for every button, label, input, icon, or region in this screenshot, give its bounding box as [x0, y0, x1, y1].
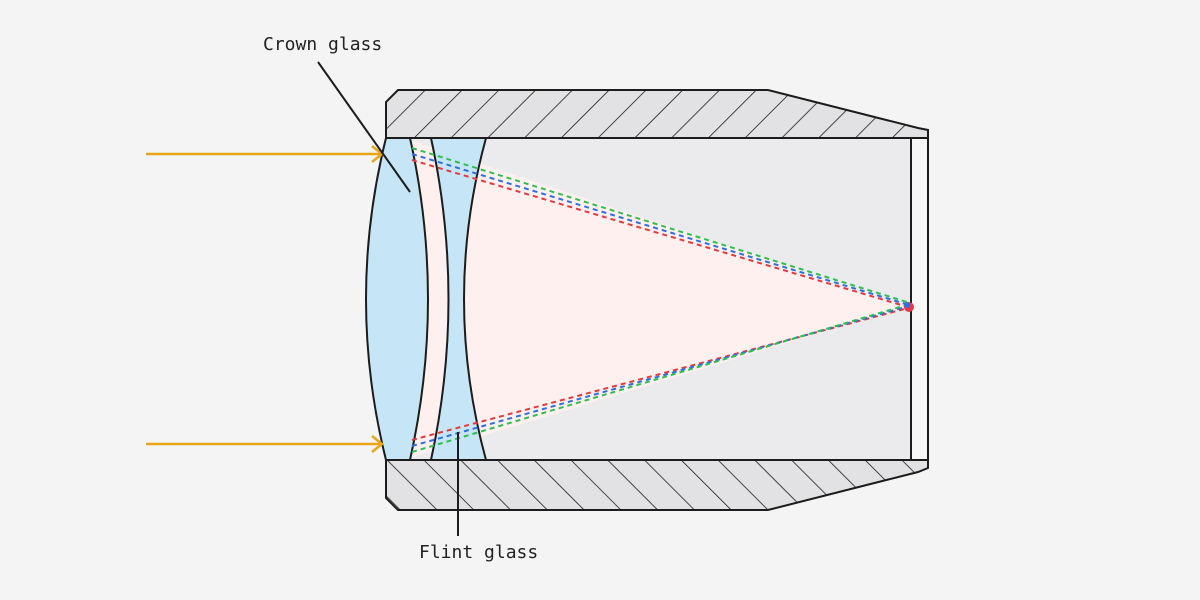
housing-top-wall: [385, 89, 929, 139]
back-plate: [910, 137, 929, 461]
housing-bottom-wall: [385, 459, 929, 511]
light-cone: [410, 140, 908, 458]
focal-point-dot-blue: [904, 302, 910, 308]
crown-glass-leader: [317, 61, 411, 193]
ray-blue-upper: [411, 153, 910, 306]
flint-glass-label: Flint glass: [419, 542, 538, 563]
flint-glass-lens: [429, 137, 488, 461]
ray-green-lower: [411, 303, 911, 453]
crown-glass-label: Crown glass: [263, 34, 382, 55]
ray-green-upper: [411, 147, 911, 304]
arrowhead-bottom-icon: [371, 435, 385, 453]
ray-red-lower: [411, 307, 909, 441]
crown-glass-lens: [365, 137, 429, 461]
